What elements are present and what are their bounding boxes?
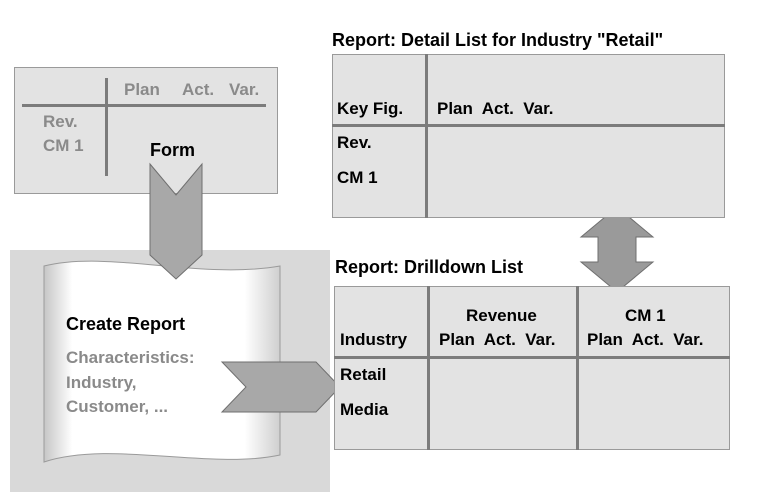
drilldown-revenue-cols: Plan Act. Var. <box>439 330 556 349</box>
form-arrow-label: Form <box>150 140 195 160</box>
detail-table-vertical-line <box>425 54 428 218</box>
detail-row-cm1: CM 1 <box>337 168 378 187</box>
drilldown-report-table <box>334 286 730 450</box>
drilldown-header-industry: Industry <box>340 330 408 349</box>
detail-report-table <box>332 54 725 218</box>
form-down-arrow <box>149 162 203 280</box>
form-row-cm1: CM 1 <box>43 136 84 155</box>
drilldown-group-revenue: Revenue <box>466 306 537 325</box>
detail-row-rev: Rev. <box>337 133 372 152</box>
drilldown-table-vertical-line-1 <box>427 286 430 450</box>
create-report-char-industry: Industry, <box>66 373 137 392</box>
create-report-characteristics-label: Characteristics: <box>66 348 195 367</box>
create-report-char-customer: Customer, ... <box>66 397 169 416</box>
detail-header-cols: Plan Act. Var. <box>437 99 554 118</box>
drilldown-table-header-line <box>334 356 730 359</box>
form-row-rev: Rev. <box>43 112 78 131</box>
drilldown-report-title: Report: Drilldown List <box>335 257 523 277</box>
form-table-vertical-line <box>105 78 108 176</box>
drilldown-group-cm1: CM 1 <box>625 306 666 325</box>
create-report-title: Create Report <box>66 314 186 334</box>
drilldown-table-vertical-line-2 <box>576 286 579 450</box>
form-table-panel <box>14 67 278 194</box>
form-col-plan: Plan <box>124 80 160 99</box>
drilldown-row-media: Media <box>340 400 389 419</box>
detail-table-header-line <box>332 124 725 127</box>
form-col-var: Var. <box>229 80 260 99</box>
form-table-horizontal-line <box>22 104 266 107</box>
drilldown-row-retail: Retail <box>340 365 387 384</box>
create-report-right-arrow <box>220 361 341 413</box>
double-vertical-arrow <box>579 206 655 293</box>
detail-report-title: Report: Detail List for Industry "Retail… <box>332 30 664 50</box>
form-col-act: Act. <box>182 80 215 99</box>
detail-header-keyfig: Key Fig. <box>337 99 404 118</box>
drilldown-cm1-cols: Plan Act. Var. <box>587 330 704 349</box>
create-report-sheet <box>43 260 281 463</box>
